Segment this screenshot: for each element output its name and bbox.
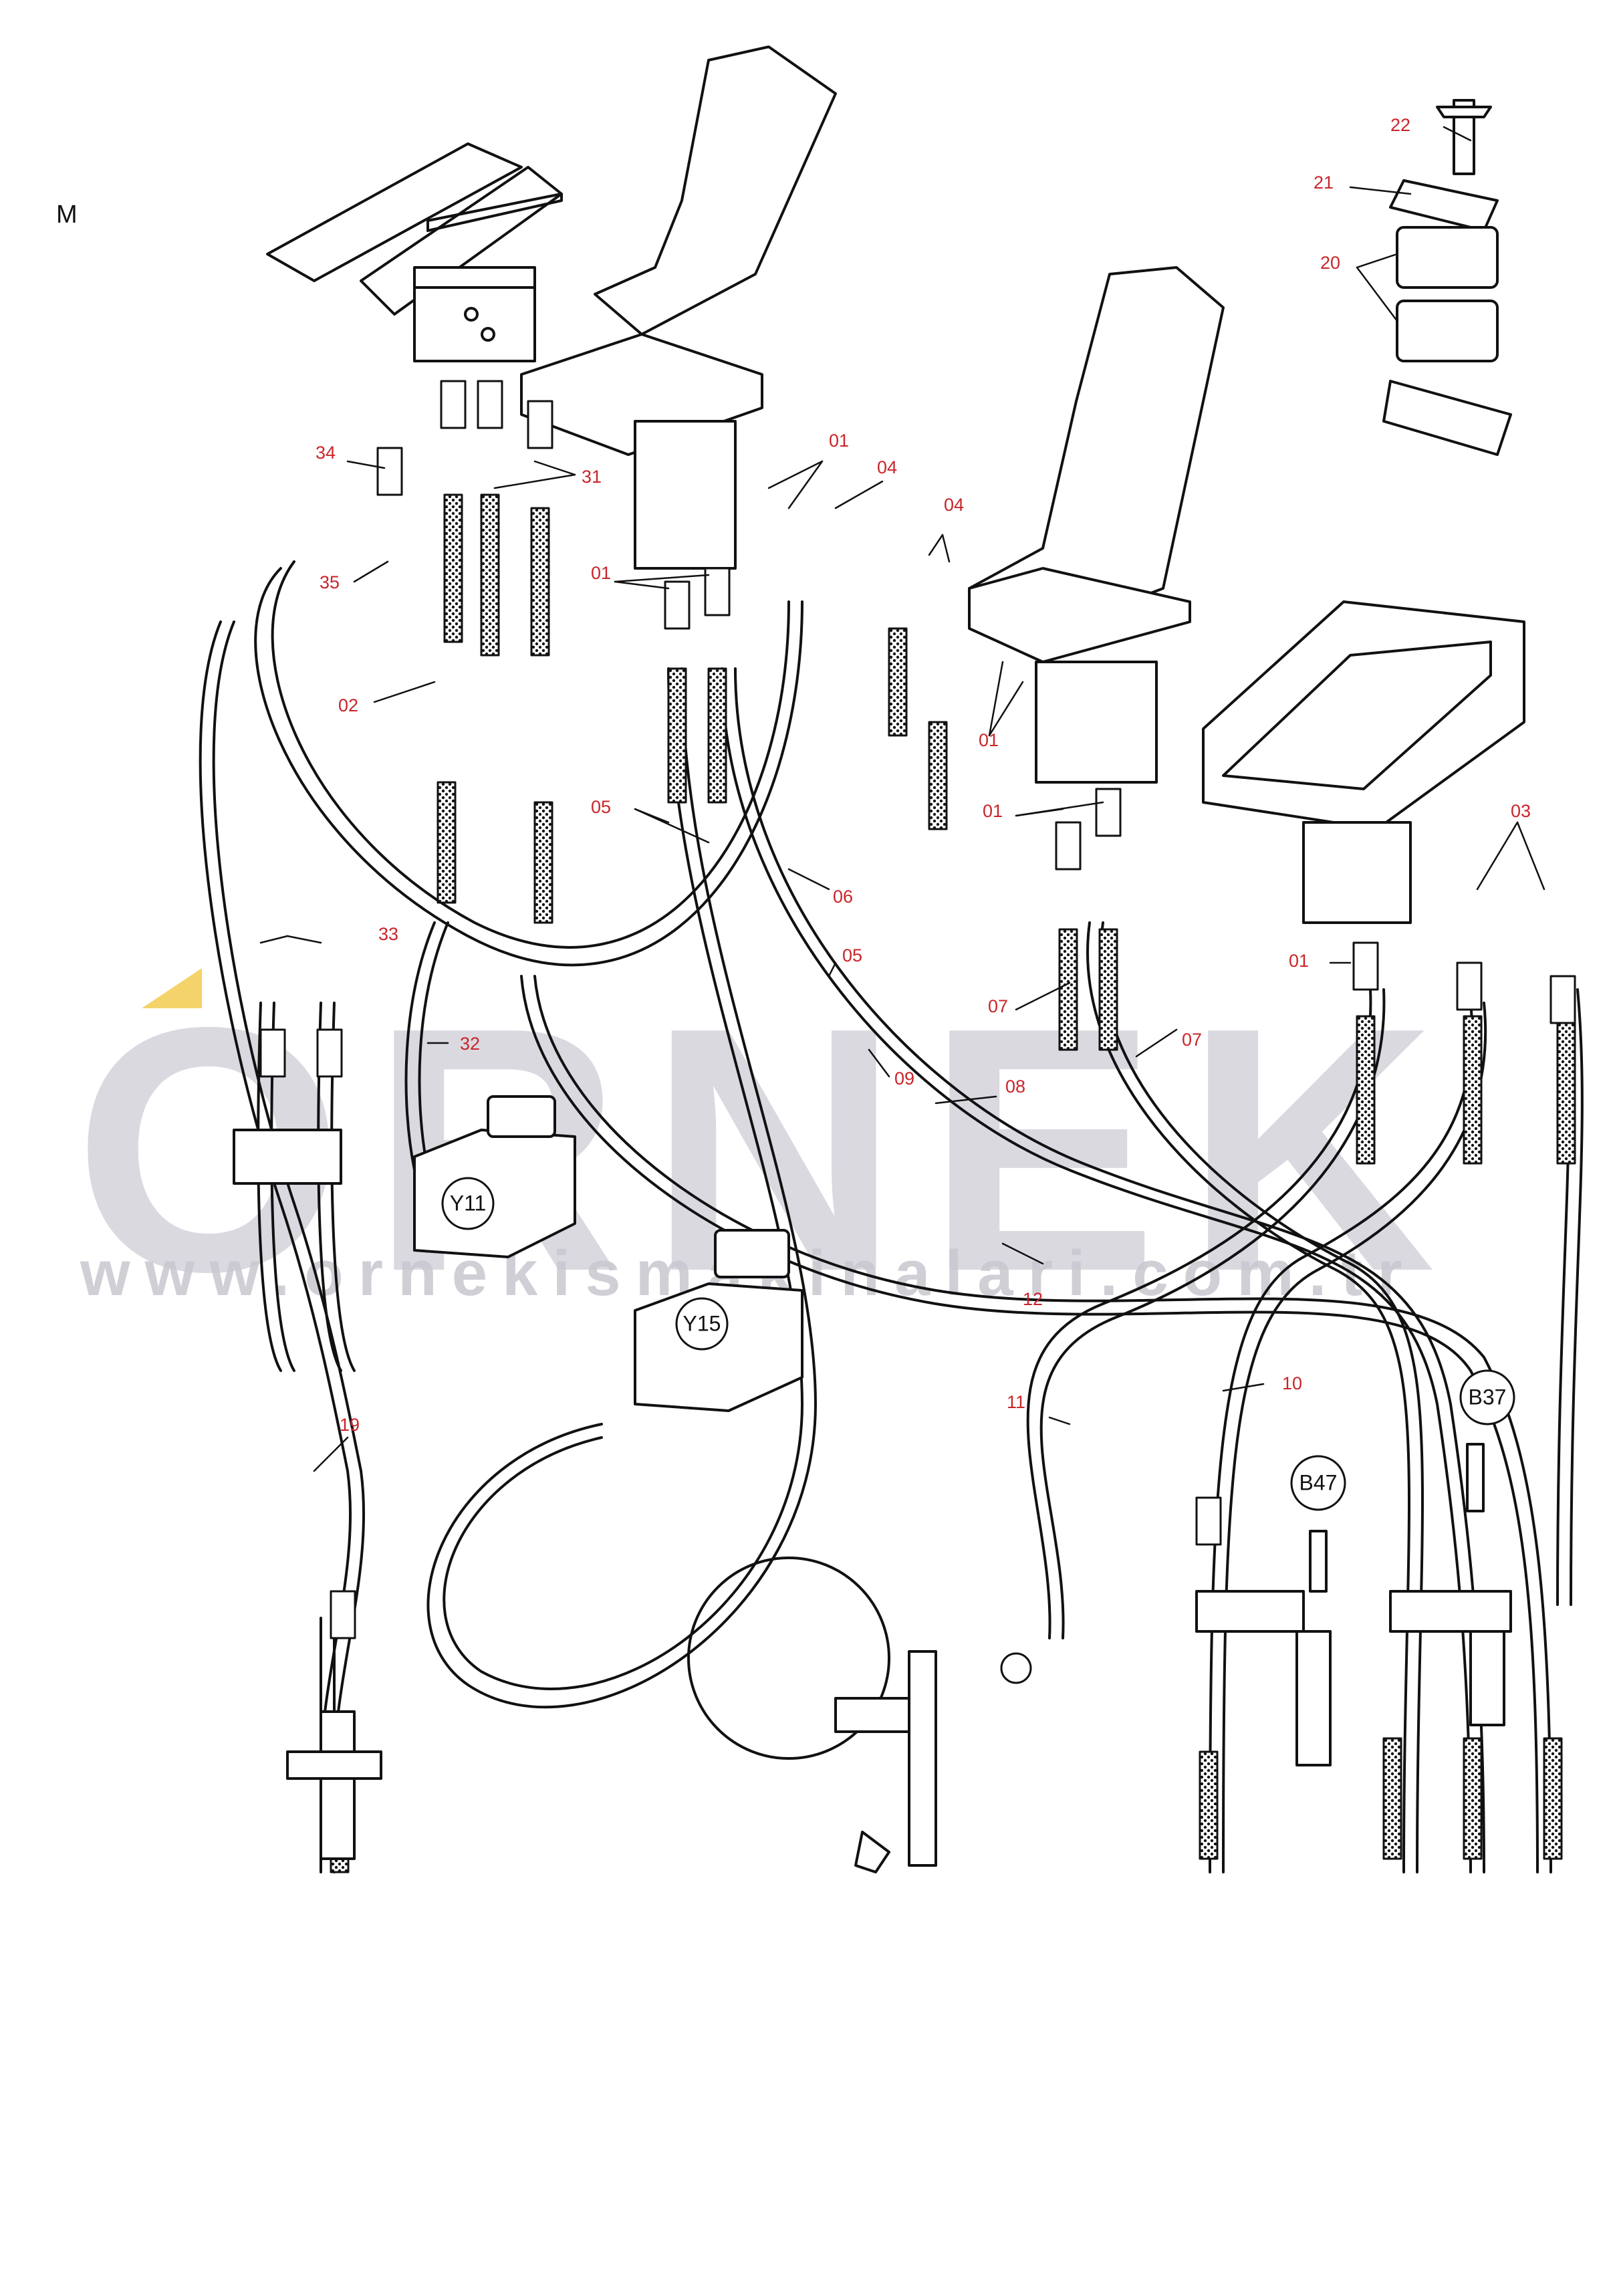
component-label-b47: B47 — [1299, 1470, 1338, 1495]
callout-04: 04 — [877, 457, 898, 477]
left-manifold — [233, 1129, 382, 1860]
fittings — [259, 380, 1576, 1684]
callout-01: 01 — [1289, 951, 1310, 971]
callout-21: 21 — [1314, 173, 1334, 193]
component-label-y15: Y15 — [682, 1311, 721, 1336]
callout-34: 34 — [316, 443, 336, 463]
flat-pedal-right — [1202, 600, 1525, 924]
callout-32: 32 — [460, 1034, 481, 1054]
callout-06: 06 — [833, 887, 854, 907]
component-label-b37: B37 — [1468, 1385, 1507, 1409]
pump-connection — [687, 1557, 937, 1873]
callout-04: 04 — [944, 495, 965, 515]
callout-35: 35 — [320, 572, 340, 592]
callout-02: 02 — [338, 695, 359, 715]
valve-y15-body — [634, 1229, 803, 1412]
callout-19: 19 — [340, 1415, 360, 1435]
callout-09: 09 — [894, 1068, 915, 1088]
callout-22: 22 — [1390, 115, 1411, 135]
callout-11: 11 — [1007, 1392, 1026, 1412]
callout-03: 03 — [1511, 801, 1531, 821]
leader-lines — [259, 126, 1545, 1472]
callout-10: 10 — [1282, 1373, 1303, 1393]
double-pedal-left — [266, 142, 563, 362]
clamp-parts — [1382, 99, 1512, 456]
callout-31: 31 — [582, 467, 602, 487]
callout-01: 01 — [829, 431, 850, 451]
callout-05: 05 — [842, 945, 863, 965]
right-sensor-manifold — [1195, 1443, 1512, 1766]
callout-08: 08 — [1005, 1076, 1026, 1097]
callout-07: 07 — [988, 996, 1009, 1016]
tall-pedal-right — [968, 266, 1225, 784]
callout-12: 12 — [1023, 1289, 1043, 1309]
callout-05: 05 — [591, 797, 612, 817]
callout-20: 20 — [1320, 253, 1341, 273]
callout-33: 33 — [378, 924, 399, 944]
callout-07: 07 — [1182, 1030, 1203, 1050]
callout-01: 01 — [591, 563, 612, 583]
callout-01: 01 — [979, 730, 999, 750]
watermark-accent-triangle — [142, 968, 202, 1008]
valve-y11-body — [413, 1095, 576, 1258]
callout-01: 01 — [983, 801, 1003, 821]
sheet-letter: M — [56, 201, 78, 229]
tall-pedal-center — [520, 45, 837, 570]
component-label-y11: Y11 — [449, 1191, 487, 1216]
component-circles — [441, 1177, 1515, 1511]
